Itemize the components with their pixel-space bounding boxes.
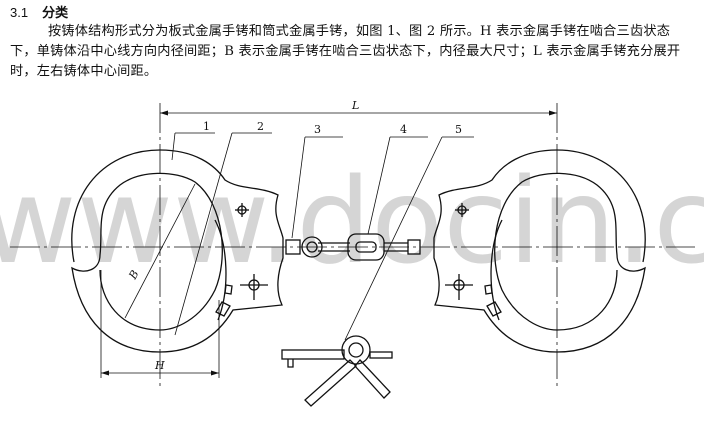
left-cuff: [71, 149, 284, 353]
part-label-5: 5: [455, 123, 462, 136]
dimension-label-l: L: [351, 99, 359, 112]
dimension-label-h: H: [154, 359, 165, 372]
keys: [281, 335, 393, 407]
part-label-1: 1: [203, 120, 210, 133]
b-dimension-line: [124, 183, 196, 319]
left-cuff-outline: [71, 149, 284, 353]
right-cuff: [433, 149, 646, 353]
watermark: www.docin.com: [0, 152, 704, 290]
section-heading: 3.1 分类: [10, 2, 68, 21]
part-label-2: 2: [257, 120, 264, 133]
chain: [285, 233, 421, 261]
part-label-3: 3: [314, 123, 321, 136]
section-number: 3.1: [10, 5, 29, 20]
section-title: 分类: [42, 6, 69, 21]
figure-lines: [10, 103, 695, 407]
body-paragraph: 按铸体结构形式分为板式金属手铐和筒式金属手铐，如图 1、图 2 所示。H 表示金…: [10, 24, 681, 79]
part-label-4: 4: [400, 123, 407, 136]
